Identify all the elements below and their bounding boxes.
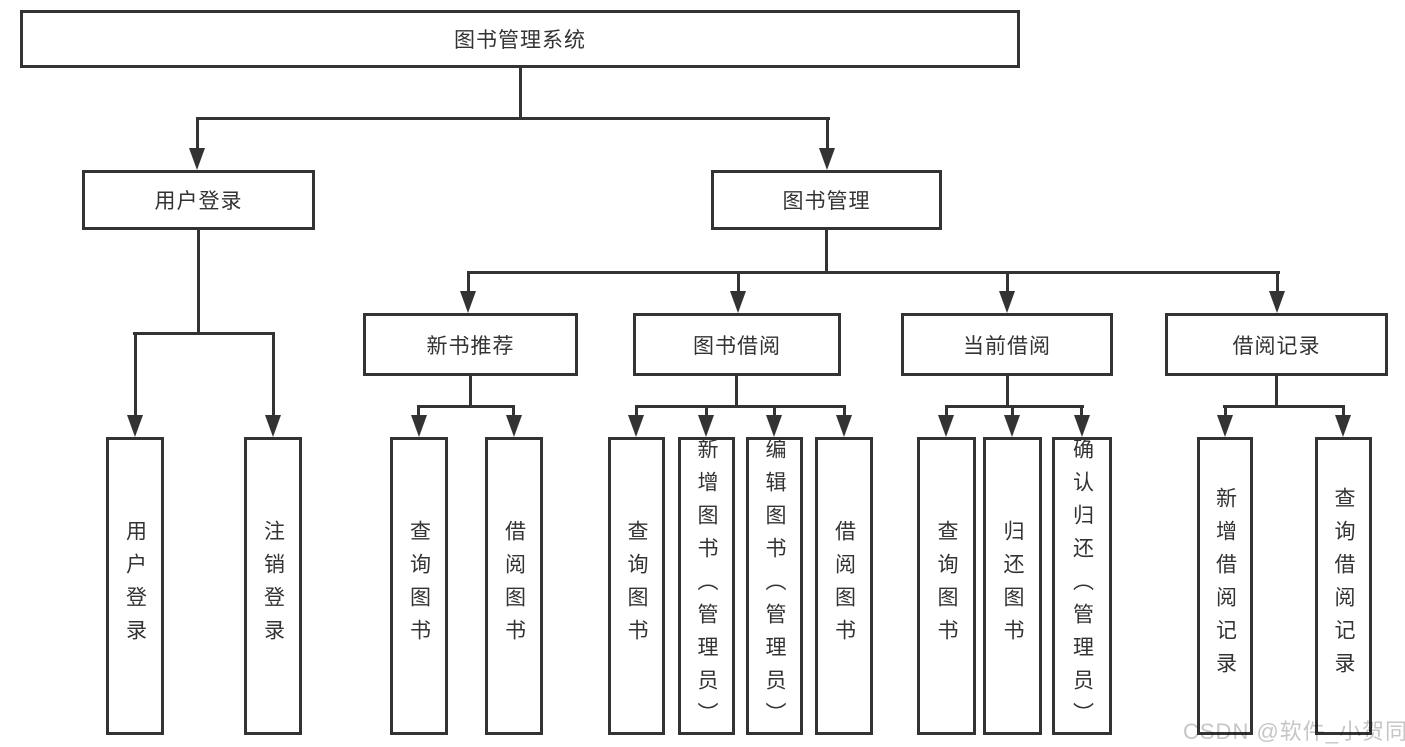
node-label: 借阅记录 bbox=[1232, 334, 1321, 358]
node-book-management: 图书管理 bbox=[711, 170, 942, 230]
connector-drop-book-mgmt bbox=[826, 117, 829, 150]
leaf-edit-books-admin: 编辑图书（管理员） bbox=[746, 437, 803, 735]
leaf-logout: 注销登录 bbox=[244, 437, 302, 735]
node-label: 查询借阅记录 bbox=[1332, 487, 1355, 685]
node-user-login: 用户登录 bbox=[82, 170, 315, 230]
arrow-down-icon bbox=[1269, 291, 1285, 313]
leaf-return-books: 归还图书 bbox=[983, 437, 1042, 735]
leaf-add-books-admin: 新增图书（管理员） bbox=[678, 437, 735, 735]
node-label: 确认归还（管理员） bbox=[1070, 437, 1094, 735]
connector-drop bbox=[467, 271, 470, 291]
node-label: 新书推荐 bbox=[426, 334, 515, 358]
connector-drop bbox=[843, 405, 846, 415]
leaf-borrow-books: 借阅图书 bbox=[815, 437, 873, 735]
node-borrowing-records: 借阅记录 bbox=[1165, 313, 1388, 376]
node-label: 用户登录 bbox=[123, 520, 147, 652]
leaf-add-borrow-record: 新增借阅记录 bbox=[1197, 437, 1253, 735]
node-label: 借阅图书 bbox=[832, 520, 856, 652]
connector-drop bbox=[705, 405, 708, 415]
node-label: 查询图书 bbox=[625, 520, 648, 652]
node-label: 图书借阅 bbox=[693, 334, 781, 358]
connector-drop bbox=[1006, 271, 1009, 291]
node-book-borrowing: 图书借阅 bbox=[633, 313, 841, 376]
connector-drop bbox=[512, 405, 515, 415]
arrow-down-icon bbox=[411, 415, 427, 437]
arrow-down-icon bbox=[460, 291, 476, 313]
node-label: 图书管理 bbox=[782, 190, 871, 213]
node-label: 注销登录 bbox=[261, 520, 285, 652]
connector-drop bbox=[1342, 405, 1345, 415]
connector-book-mgmt-stem bbox=[825, 230, 828, 273]
connector-drop bbox=[272, 332, 275, 415]
connector-drop bbox=[1011, 405, 1014, 415]
leaf-query-books: 查询图书 bbox=[390, 437, 448, 735]
node-library-management-system: 图书管理系统 bbox=[20, 10, 1020, 68]
connector-drop bbox=[945, 405, 948, 415]
connector-module-stem bbox=[1006, 376, 1009, 407]
arrow-down-icon bbox=[836, 415, 852, 437]
node-label: 编辑图书（管理员） bbox=[763, 437, 786, 735]
arrow-down-icon bbox=[265, 415, 281, 437]
arrow-down-icon bbox=[1074, 415, 1090, 437]
connector-root-stem bbox=[519, 68, 522, 118]
watermark: CSDN @软件_小贺同学 bbox=[1183, 719, 1405, 744]
leaf-borrow-books: 借阅图书 bbox=[485, 437, 543, 735]
node-label: 新增借阅记录 bbox=[1213, 487, 1237, 685]
connector-module-stem bbox=[735, 376, 738, 407]
leaf-query-books: 查询图书 bbox=[917, 437, 976, 735]
node-label: 归还图书 bbox=[1001, 520, 1024, 652]
node-label: 查询图书 bbox=[407, 520, 431, 652]
connector-modules-rail bbox=[467, 271, 1280, 274]
arrow-down-icon bbox=[1004, 415, 1020, 437]
leaf-confirm-return-admin: 确认归还（管理员） bbox=[1052, 437, 1112, 735]
leaf-user-login: 用户登录 bbox=[106, 437, 164, 735]
arrow-down-icon bbox=[1335, 415, 1351, 437]
arrow-down-icon bbox=[628, 415, 644, 437]
arrow-down-icon bbox=[1217, 415, 1233, 437]
arrow-down-icon bbox=[698, 415, 714, 437]
arrow-down-icon bbox=[766, 415, 782, 437]
connector-drop-user-login bbox=[196, 117, 199, 150]
arrow-down-icon bbox=[127, 415, 143, 437]
leaf-query-borrow-record: 查询借阅记录 bbox=[1315, 437, 1372, 735]
node-label: 新增图书（管理员） bbox=[695, 437, 718, 735]
connector-user-login-rail bbox=[133, 332, 274, 335]
arrow-down-icon bbox=[938, 415, 954, 437]
connector-group-rail bbox=[1223, 405, 1345, 408]
node-label: 借阅图书 bbox=[502, 520, 526, 652]
node-label: 图书管理系统 bbox=[454, 29, 586, 52]
connector-group-rail bbox=[635, 405, 846, 408]
connector-user-login-stem bbox=[197, 230, 200, 334]
connector-drop bbox=[134, 332, 137, 415]
arrow-down-icon bbox=[189, 148, 205, 170]
connector-module-stem bbox=[469, 376, 472, 407]
node-label: 当前借阅 bbox=[963, 334, 1051, 358]
connector-top-rail bbox=[197, 117, 830, 120]
connector-drop bbox=[773, 405, 776, 415]
connector-drop bbox=[1224, 405, 1227, 415]
node-label: 查询图书 bbox=[935, 520, 958, 652]
leaf-query-books: 查询图书 bbox=[608, 437, 665, 735]
node-current-borrowing: 当前借阅 bbox=[901, 313, 1113, 376]
node-label: 用户登录 bbox=[154, 190, 243, 213]
connector-drop bbox=[737, 271, 740, 291]
arrow-down-icon bbox=[730, 291, 746, 313]
arrow-down-icon bbox=[999, 291, 1015, 313]
node-new-book-recommend: 新书推荐 bbox=[363, 313, 578, 376]
connector-group-rail bbox=[417, 405, 515, 408]
connector-module-stem bbox=[1275, 376, 1278, 407]
arrow-down-icon bbox=[819, 148, 835, 170]
connector-group-rail bbox=[945, 405, 1084, 408]
connector-drop bbox=[1080, 405, 1083, 415]
connector-drop bbox=[417, 405, 420, 415]
arrow-down-icon bbox=[506, 415, 522, 437]
connector-drop bbox=[635, 405, 638, 415]
connector-drop bbox=[1276, 271, 1279, 291]
